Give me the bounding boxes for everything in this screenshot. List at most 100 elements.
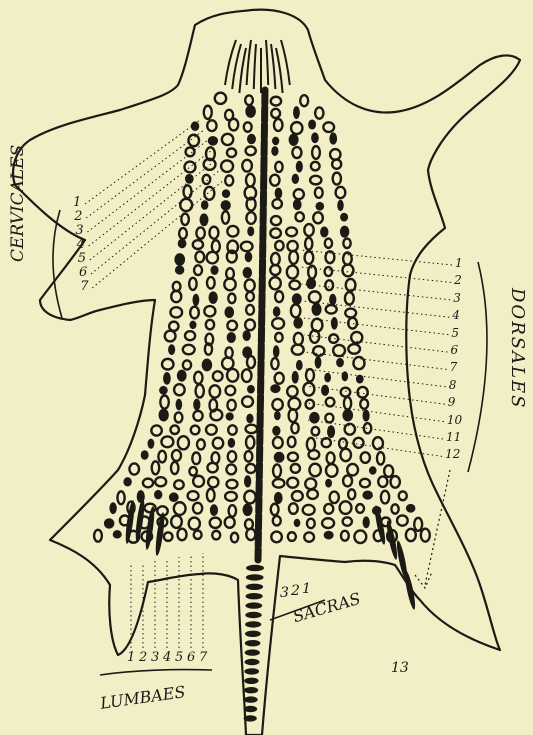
tail-segment bbox=[244, 687, 258, 693]
rosette-spot bbox=[206, 425, 217, 435]
solid-spot bbox=[362, 490, 373, 499]
tail-segment bbox=[246, 584, 263, 590]
rosette-spot bbox=[183, 345, 195, 355]
cervicales-label: CERVICALES bbox=[8, 145, 28, 262]
rosette-spot bbox=[272, 399, 282, 410]
rosette-spot bbox=[330, 149, 340, 160]
solid-spot bbox=[340, 213, 348, 222]
rosette-spot bbox=[180, 199, 192, 211]
rosette-spot bbox=[354, 530, 366, 543]
rosette-spot bbox=[341, 531, 349, 541]
solid-spot bbox=[245, 105, 256, 118]
rosette-spot bbox=[244, 491, 255, 504]
fur-stroke bbox=[276, 48, 283, 93]
rosette-spot bbox=[291, 304, 300, 317]
solid-spot bbox=[224, 306, 234, 318]
leader-line bbox=[303, 318, 448, 335]
dorsales-number: 2 bbox=[454, 273, 462, 287]
tail-segment bbox=[244, 678, 258, 684]
cervicales-number: 3 bbox=[75, 223, 83, 238]
rosette-spot bbox=[287, 241, 297, 251]
solid-spot bbox=[270, 384, 280, 393]
rosette-spot bbox=[309, 464, 320, 477]
rosette-spot bbox=[270, 265, 280, 275]
rosette-spot bbox=[289, 251, 298, 264]
rosette-spot bbox=[305, 238, 312, 250]
rosette-spot bbox=[270, 175, 279, 186]
rosette-spot bbox=[275, 373, 284, 384]
solid-spot bbox=[311, 132, 319, 143]
rosette-spot bbox=[129, 463, 139, 474]
rosette-spot bbox=[342, 264, 353, 276]
tail-segment bbox=[244, 668, 259, 674]
rosette-spot bbox=[227, 321, 237, 331]
rosette-spot bbox=[312, 146, 320, 159]
solid-spot bbox=[222, 189, 230, 198]
rosette-spot bbox=[155, 477, 166, 486]
rosette-spot bbox=[273, 516, 281, 525]
rosette-spot bbox=[225, 517, 235, 528]
leader-line bbox=[90, 160, 216, 260]
rosette-spot bbox=[221, 160, 233, 171]
rosette-spot bbox=[360, 479, 370, 487]
rosette-spot bbox=[212, 531, 220, 540]
solid-spot bbox=[271, 146, 278, 156]
solid-spot bbox=[245, 252, 253, 263]
solid-spot bbox=[247, 134, 256, 145]
solid-spot bbox=[327, 425, 335, 438]
tail-segment bbox=[245, 612, 262, 618]
lumbares-number: 4 bbox=[163, 650, 171, 665]
rosette-spot bbox=[229, 505, 236, 516]
rosette-spot bbox=[172, 450, 181, 461]
rosette-spot bbox=[175, 412, 183, 422]
rosette-spot bbox=[288, 453, 298, 462]
rosette-spot bbox=[345, 424, 355, 435]
rosette-spot bbox=[226, 386, 236, 395]
rosette-spot bbox=[190, 307, 199, 319]
solid-spot bbox=[296, 161, 303, 173]
rosette-spot bbox=[353, 357, 364, 369]
solid-spot bbox=[342, 409, 353, 422]
solid-spot bbox=[141, 450, 149, 459]
rosette-spot bbox=[225, 175, 233, 185]
rosette-spot bbox=[294, 333, 303, 345]
solid-spot bbox=[210, 504, 218, 516]
solid-spot bbox=[294, 519, 301, 527]
solid-spot bbox=[159, 409, 169, 422]
rosette-spot bbox=[245, 95, 253, 105]
solid-spot bbox=[243, 330, 251, 341]
rosette-spot bbox=[178, 436, 189, 449]
rosette-spot bbox=[271, 109, 280, 118]
solid-spot bbox=[336, 358, 344, 367]
rosette-spot bbox=[271, 253, 280, 265]
rosette-spot bbox=[291, 464, 300, 473]
rosette-spot bbox=[174, 384, 185, 395]
rosette-spot bbox=[309, 291, 321, 302]
lumbares-number: 2 bbox=[139, 650, 147, 665]
rosette-spot bbox=[227, 480, 238, 489]
rosette-spot bbox=[246, 292, 254, 301]
solid-spot bbox=[246, 414, 253, 424]
rosette-spot bbox=[291, 122, 302, 134]
tail-segment bbox=[245, 640, 261, 646]
rosette-spot bbox=[347, 464, 358, 476]
lumbares-number: 6 bbox=[187, 650, 195, 665]
rosette-spot bbox=[341, 388, 351, 397]
rosette-spot bbox=[171, 462, 178, 474]
leader-line bbox=[302, 284, 451, 300]
rosette-spot bbox=[164, 532, 173, 540]
rosette-spot bbox=[228, 294, 235, 303]
lumbares-number: 5 bbox=[175, 650, 183, 665]
dorsales-number: 5 bbox=[451, 326, 459, 340]
dorsales-number: 1 bbox=[455, 256, 463, 270]
rosette-spot bbox=[171, 426, 179, 434]
rosette-spot bbox=[246, 174, 255, 187]
cervicales-number: 7 bbox=[80, 279, 88, 294]
solid-spot bbox=[320, 226, 328, 237]
rosette-spot bbox=[246, 212, 255, 224]
rosette-spot bbox=[158, 451, 166, 462]
rosette-spot bbox=[188, 135, 199, 147]
rosette-spot bbox=[305, 251, 314, 263]
rosette-spot bbox=[228, 425, 236, 434]
